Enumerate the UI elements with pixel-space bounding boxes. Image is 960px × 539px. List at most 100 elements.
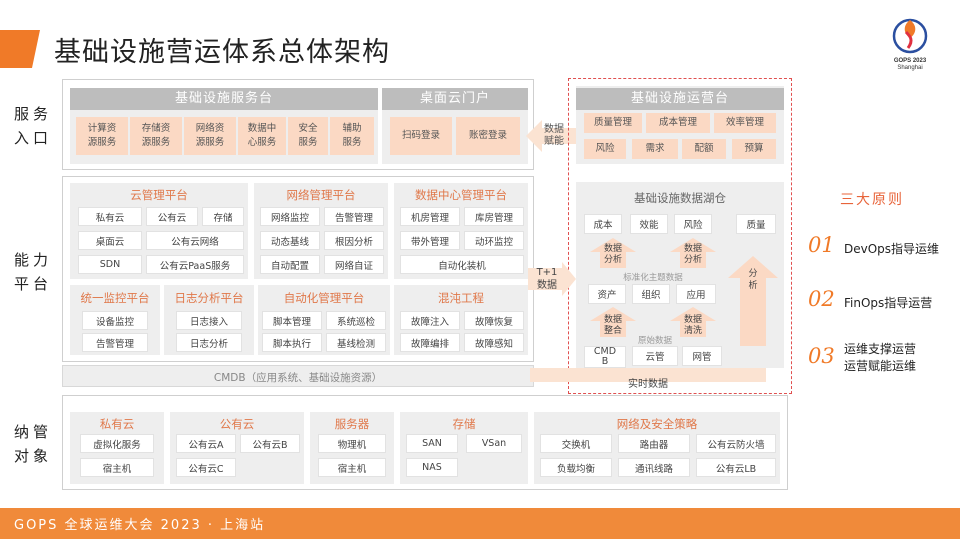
- storage[interactable]: 存储: [202, 207, 244, 226]
- script-mgmt[interactable]: 脚本管理: [262, 311, 322, 330]
- realtime-data-label: 实时数据: [628, 379, 668, 390]
- std-app[interactable]: 应用: [676, 284, 716, 304]
- budget[interactable]: 预算: [732, 139, 776, 159]
- std-data-label: 标准化主题数据: [623, 273, 683, 283]
- raw-network-mgmt[interactable]: 网管: [682, 346, 722, 366]
- public-cloud[interactable]: 公有云: [146, 207, 198, 226]
- raw-data-label: 原始数据: [637, 336, 672, 346]
- vsan[interactable]: VSan: [466, 434, 522, 453]
- storage-resource-service[interactable]: 存储资 源服务: [130, 117, 182, 155]
- left-arrow-icon: [526, 120, 576, 152]
- automation-title: 自动化管理平台: [283, 291, 365, 305]
- log-ingest[interactable]: 日志接入: [176, 311, 242, 330]
- cmdb-label: CMDB（应用系统、基础设施资源）: [213, 372, 383, 384]
- public-cloud-c[interactable]: 公有云C: [176, 458, 236, 477]
- up-arrow-icon: [590, 238, 636, 268]
- password-login[interactable]: 账密登录: [456, 117, 520, 155]
- row-label-service-entry: 服务 入口: [13, 105, 52, 147]
- lake-cost[interactable]: 成本: [584, 214, 622, 234]
- row-label-capability: 能力 平台: [13, 251, 52, 293]
- load-balancer[interactable]: 负载均衡: [540, 458, 612, 477]
- managed-netsec-title: 网络及安全策略: [616, 417, 698, 431]
- demand[interactable]: 需求: [632, 139, 678, 159]
- private-cloud[interactable]: 私有云: [78, 207, 142, 226]
- physical-machine[interactable]: 物理机: [318, 434, 386, 453]
- fault-orchestration[interactable]: 故障编排: [400, 333, 460, 352]
- public-cloud-b[interactable]: 公有云B: [240, 434, 300, 453]
- qr-login[interactable]: 扫码登录: [390, 117, 452, 155]
- quality-management[interactable]: 质量管理: [584, 113, 642, 133]
- lake-efficiency[interactable]: 效能: [630, 214, 668, 234]
- fault-recovery[interactable]: 故障恢复: [464, 311, 524, 330]
- network-resource-service[interactable]: 网络资 源服务: [184, 117, 236, 155]
- virtualization-service[interactable]: 虚拟化服务: [80, 434, 154, 453]
- ops-platform-title: 基础设施运营台: [576, 88, 784, 110]
- risk[interactable]: 风险: [584, 139, 626, 159]
- out-of-band-mgmt[interactable]: 带外管理: [400, 231, 460, 250]
- security-service[interactable]: 安全 服务: [288, 117, 328, 155]
- device-monitor[interactable]: 设备监控: [82, 311, 148, 330]
- alert-management[interactable]: 告警管理: [324, 207, 384, 226]
- public-cloud-lb[interactable]: 公有云LB: [696, 458, 776, 477]
- data-analysis-2: 数据 分析: [683, 244, 702, 265]
- log-analysis[interactable]: 日志分析: [176, 333, 242, 352]
- managed-private-title: 私有云: [99, 417, 135, 431]
- baseline-check[interactable]: 基线检测: [326, 333, 386, 352]
- cost-management[interactable]: 成本管理: [646, 113, 710, 133]
- right-arrow-icon: [528, 262, 576, 296]
- data-enable-label: 数据 赋能: [544, 124, 564, 147]
- flame-logo-icon: [892, 18, 928, 54]
- up-arrow-icon: [590, 307, 636, 337]
- public-cloud-firewall[interactable]: 公有云防火墙: [696, 434, 776, 453]
- raw-cloud-mgmt[interactable]: 云管: [632, 346, 678, 366]
- fault-perception[interactable]: 故障感知: [464, 333, 524, 352]
- network-monitor[interactable]: 网络监控: [260, 207, 320, 226]
- env-monitor[interactable]: 动环监控: [464, 231, 524, 250]
- warehouse-mgmt[interactable]: 库房管理: [464, 207, 524, 226]
- sdn[interactable]: SDN: [78, 255, 142, 274]
- raw-cmdb[interactable]: CMD B: [584, 346, 626, 368]
- t1-data-label: T+1 数据: [536, 267, 558, 291]
- san[interactable]: SAN: [406, 434, 458, 453]
- monitor-alert-mgmt[interactable]: 告警管理: [82, 333, 148, 352]
- root-cause-analysis[interactable]: 根因分析: [324, 231, 384, 250]
- server-host[interactable]: 宿主机: [318, 458, 386, 477]
- router[interactable]: 路由器: [618, 434, 690, 453]
- desktop-cloud[interactable]: 桌面云: [78, 231, 142, 250]
- lake-quality[interactable]: 质量: [736, 214, 776, 234]
- data-analysis-1: 数据 分析: [603, 244, 622, 265]
- network-self-check[interactable]: 网络自证: [324, 255, 384, 274]
- quota[interactable]: 配额: [682, 139, 726, 159]
- public-cloud-network[interactable]: 公有云网络: [146, 231, 244, 250]
- log-title: 日志分析平台: [174, 291, 244, 305]
- dynamic-baseline[interactable]: 动态基线: [260, 231, 320, 250]
- desktop-portal-title: 桌面云门户: [382, 88, 528, 110]
- datacenter-service[interactable]: 数据中 心服务: [238, 117, 286, 155]
- switch[interactable]: 交换机: [540, 434, 612, 453]
- public-cloud-paas[interactable]: 公有云PaaS服务: [146, 255, 244, 274]
- nas[interactable]: NAS: [406, 458, 458, 477]
- page-title: 基础设施营运体系总体架构: [54, 37, 390, 68]
- data-clean: 数据 清洗: [683, 315, 702, 336]
- machine-room-mgmt[interactable]: 机房管理: [400, 207, 460, 226]
- system-inspection[interactable]: 系统巡检: [326, 311, 386, 330]
- row-label-managed: 纳管 对象: [13, 423, 52, 465]
- fault-injection[interactable]: 故障注入: [400, 311, 460, 330]
- compute-resource-service[interactable]: 计算资 源服务: [76, 117, 128, 155]
- analyze-side-label: 分 析: [748, 269, 758, 291]
- up-arrow-icon: [670, 307, 716, 337]
- public-cloud-a[interactable]: 公有云A: [176, 434, 236, 453]
- auto-config[interactable]: 自动配置: [260, 255, 320, 274]
- gops-logo: GOPS 2023 Shanghai: [880, 14, 940, 80]
- big-up-arrow-icon: [728, 256, 778, 346]
- std-org[interactable]: 组织: [632, 284, 670, 304]
- auto-provisioning[interactable]: 自动化装机: [400, 255, 524, 274]
- private-host[interactable]: 宿主机: [80, 458, 154, 477]
- lake-risk[interactable]: 风险: [674, 214, 712, 234]
- script-execution[interactable]: 脚本执行: [262, 333, 322, 352]
- footer-text: GOPS 全球运维大会 2023 · 上海站: [14, 518, 266, 533]
- auxiliary-service[interactable]: 辅助 服务: [330, 117, 374, 155]
- efficiency-management[interactable]: 效率管理: [714, 113, 776, 133]
- comm-line[interactable]: 通讯线路: [618, 458, 690, 477]
- std-asset[interactable]: 资产: [588, 284, 626, 304]
